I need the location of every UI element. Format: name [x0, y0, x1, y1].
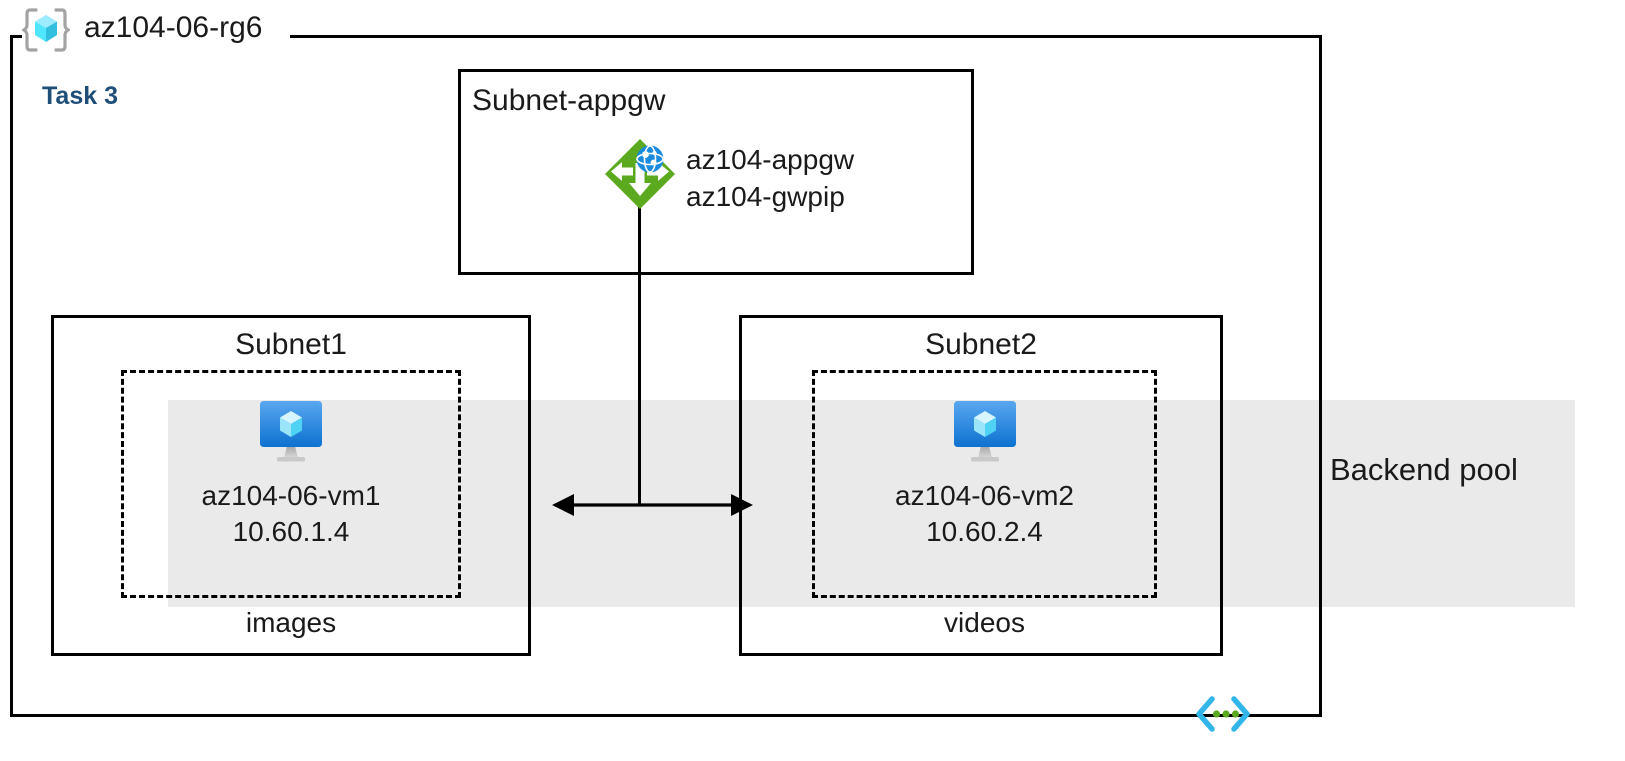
resource-group-label-gap [22, 26, 290, 46]
vm1-ip: 10.60.1.4 [232, 515, 350, 547]
subnet1-box [51, 315, 531, 656]
appgw-name: az104-appgw [686, 144, 855, 175]
subnet2-share-label: videos [944, 607, 1025, 638]
vm2-name: az104-06-vm2 [895, 480, 1074, 511]
vm1-name: az104-06-vm1 [201, 480, 381, 511]
vm2-node: az104-06-vm2 10.60.2.4 [812, 398, 1157, 550]
subnet1-title: Subnet1 [235, 328, 347, 361]
subnet2-box [739, 315, 1223, 656]
virtual-machine-icon [253, 398, 329, 464]
backend-pool-band [168, 400, 1575, 607]
resource-group-boundary [10, 35, 1322, 717]
application-gateway-icon [602, 136, 678, 212]
subnet-appgw-box [458, 69, 974, 275]
subnet-link-arrow [525, 478, 780, 532]
resource-group-cube-icon [21, 6, 71, 54]
subnet-appgw-title: Subnet-appgw [472, 84, 666, 117]
subnet1-nic-boundary [121, 370, 461, 598]
application-gateway-labels: az104-appgw az104-gwpip [686, 142, 854, 216]
vm1-node: az104-06-vm1 10.60.1.4 [121, 398, 461, 550]
code-brackets-icon [1196, 696, 1250, 732]
appgw-connector-line [638, 205, 641, 505]
subnet2-nic-boundary [812, 370, 1157, 598]
subnet1-share-label: images [245, 607, 337, 638]
task-label: Task 3 [42, 82, 118, 110]
vm2-ip: 10.60.2.4 [926, 515, 1043, 547]
resource-group-name: az104-06-rg6 [84, 11, 263, 44]
virtual-machine-icon [947, 398, 1023, 464]
backend-pool-label: Backend pool [1330, 452, 1518, 487]
gwpip-name: az104-gwpip [686, 180, 845, 212]
subnet2-title: Subnet2 [925, 328, 1037, 361]
